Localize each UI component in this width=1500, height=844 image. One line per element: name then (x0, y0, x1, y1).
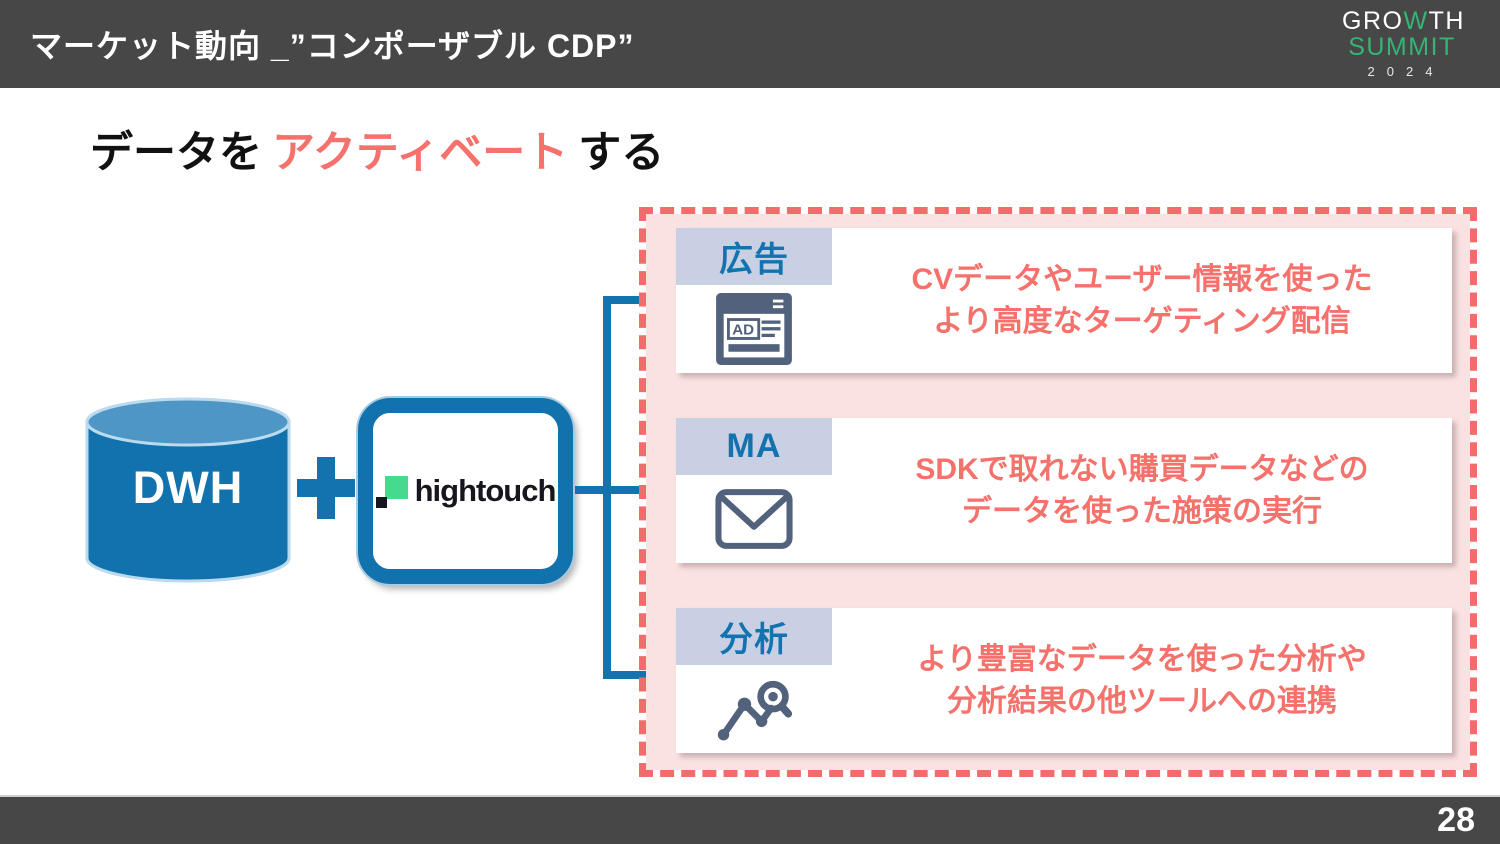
logo-growth: GROWTH (1342, 7, 1465, 35)
row-text-ma-line2: データを使った施策の実行 (962, 494, 1322, 528)
database-cylinder-icon (85, 397, 291, 583)
page-number: 28 (1437, 801, 1475, 839)
activation-targets-container: 広告 AD CVデータやユーザー情報を使った より高度なターゲティング配 (639, 207, 1477, 777)
svg-text:AD: AD (732, 322, 754, 339)
hightouch-wordmark: hightouch (414, 473, 557, 508)
ad-banner-icon: AD (676, 285, 832, 373)
target-row-ads: 広告 AD CVデータやユーザー情報を使った より高度なターゲティング配 (676, 228, 1452, 373)
row-text-ads-line1: CVデータやユーザー情報を使った (911, 262, 1373, 296)
header-title: マーケット動向 _”コンポーザブル CDP” (30, 28, 635, 64)
row-text-analytics-line1: より豊富なデータを使った分析や (917, 642, 1367, 676)
hightouch-logo: hightouch (375, 473, 557, 509)
row-text-ads-line2: より高度なターゲティング配信 (933, 304, 1351, 338)
row-tag-ads: 広告 (676, 228, 832, 285)
row-text-ma: SDKで取れない購買データなどの データを使った施策の実行 (832, 418, 1452, 563)
page-title: データをアクティベートする (90, 118, 664, 180)
chart-magnifier-icon (676, 665, 832, 753)
row-text-analytics-line2: 分析結果の他ツールへの連携 (947, 684, 1337, 718)
page-title-black1: データを (90, 129, 262, 177)
footer-bar: 28 (0, 795, 1500, 844)
target-row-analytics: 分析 より豊富なデータを使った分析や 分析結果の他ツールへの連携 (676, 608, 1452, 753)
dwh-database: DWH (84, 396, 292, 584)
row-text-ads: CVデータやユーザー情報を使った より高度なターゲティング配信 (832, 228, 1452, 373)
page-title-black2: する (578, 129, 665, 177)
target-row-ma: MA SDKで取れない購買データなどの データを使った施策の実行 (676, 418, 1452, 563)
growth-summit-logo: GROWTH SUMMIT 2024 (1342, 7, 1465, 79)
plus-icon (297, 457, 355, 524)
logo-summit: SUMMIT (1348, 33, 1456, 62)
row-text-ma-line1: SDKで取れない購買データなどの (915, 452, 1369, 486)
row-tag-ma: MA (676, 418, 832, 475)
row-text-analytics: より豊富なデータを使った分析や 分析結果の他ツールへの連携 (832, 608, 1452, 753)
hightouch-logo-icon (375, 474, 408, 508)
logo-green-w: W (1403, 7, 1429, 35)
header-bar: マーケット動向 _”コンポーザブル CDP” GROWTH SUMMIT 202… (0, 0, 1500, 88)
dwh-label: DWH (132, 462, 244, 513)
logo-year: 2024 (1367, 63, 1445, 79)
page-title-highlight: アクティベート (272, 129, 569, 177)
row-tag-analytics: 分析 (676, 608, 832, 665)
envelope-icon (676, 475, 832, 563)
hightouch-box: hightouch (358, 398, 573, 584)
